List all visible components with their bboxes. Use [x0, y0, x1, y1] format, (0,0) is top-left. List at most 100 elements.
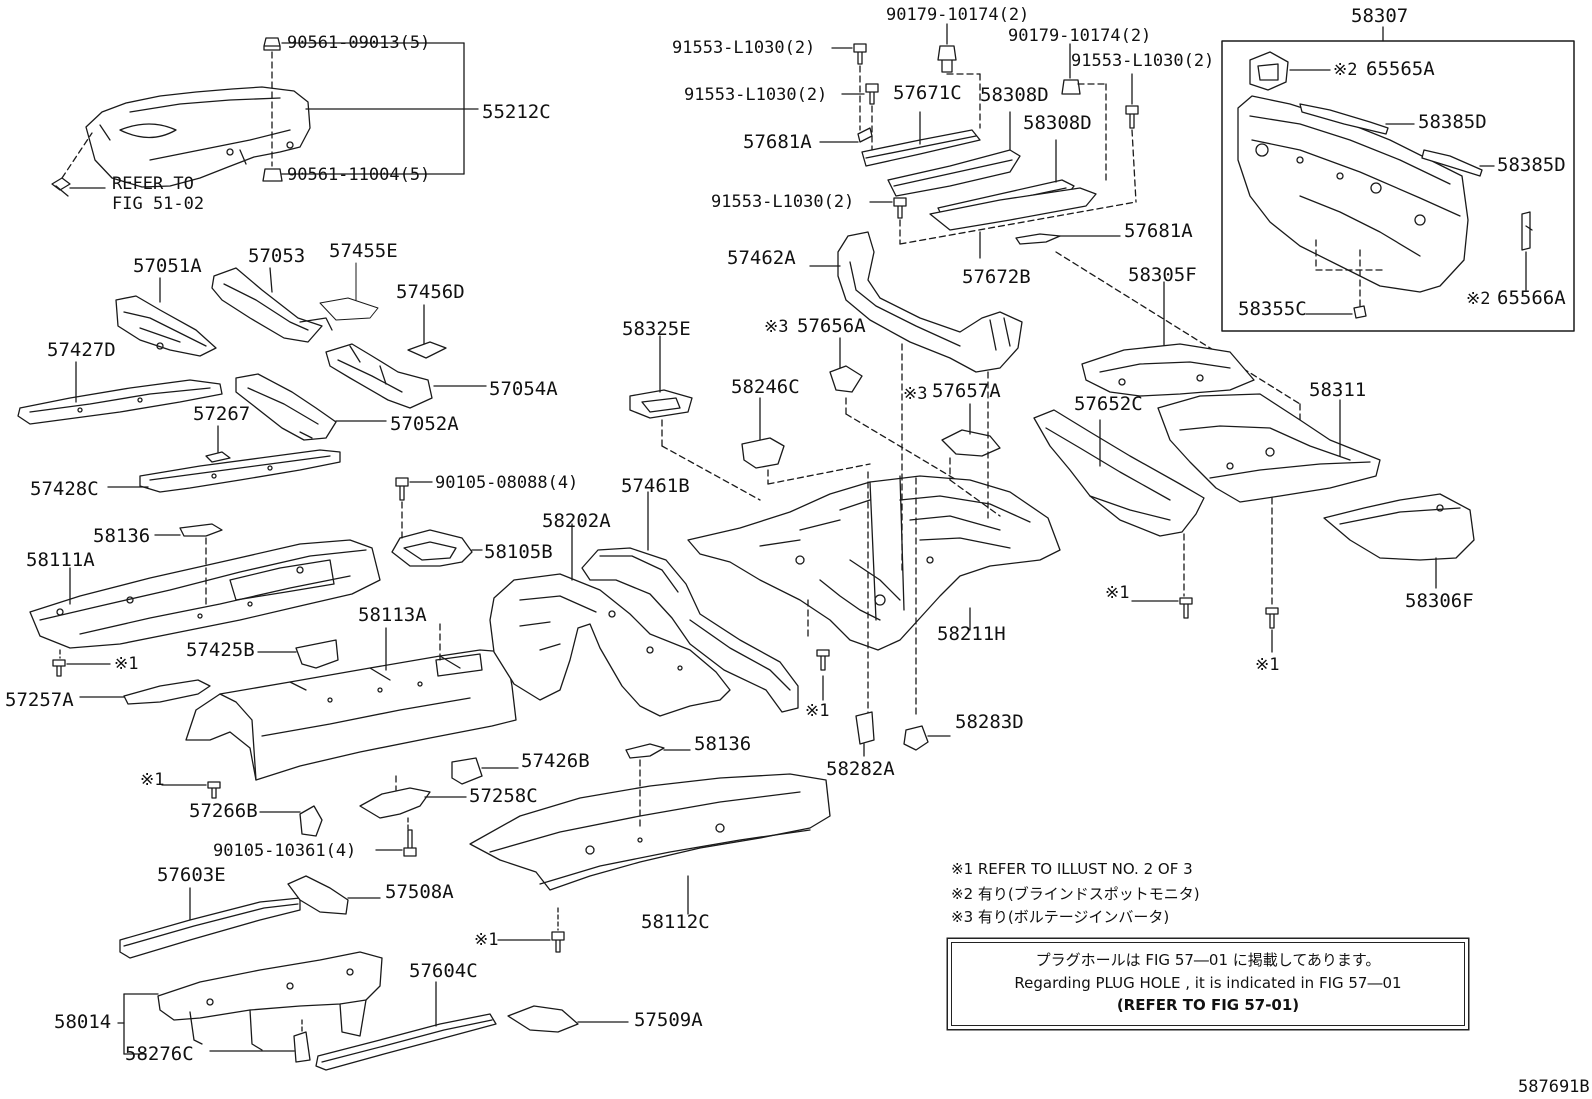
part-58136 — [179, 523, 223, 537]
part-label-587691b: 587691B — [1518, 1077, 1590, 1097]
part-58305F — [1081, 343, 1255, 397]
part-label-58136: 58136 — [694, 733, 752, 755]
part-58276C — [293, 1031, 311, 1063]
part-label-57428c: 57428C — [30, 478, 99, 500]
part-65566A — [1521, 211, 1533, 251]
part-57266B — [299, 805, 323, 837]
part-58306F — [1323, 493, 1475, 561]
part-57051A — [115, 295, 217, 357]
footnote-3: ※3 有り(ボルテージインバータ) — [951, 908, 1170, 926]
part-label-91553-l1030-2-: 91553-L1030(2) — [711, 192, 855, 212]
note-box-line-jp: プラグホールは FIG 57―01 に掲載してあります。 — [1035, 951, 1381, 969]
part-label-57509a: 57509A — [634, 1009, 703, 1031]
part-label-58105b: 58105B — [484, 541, 553, 563]
part-57681A-b — [1015, 233, 1061, 245]
part-57426B — [451, 757, 483, 785]
part-58113A — [185, 649, 517, 781]
part-label-57054a: 57054A — [489, 378, 558, 400]
note-box-line-en: Regarding PLUG HOLE , it is indicated in… — [1014, 974, 1402, 992]
part-label-58202a: 58202A — [542, 510, 611, 532]
part-label-57051a: 57051A — [133, 255, 202, 277]
part-58385D-b — [1421, 149, 1483, 177]
part-label--3: ※3 — [903, 384, 928, 404]
part-label-65566a: 65566A — [1497, 287, 1566, 309]
part-58282A — [855, 711, 875, 745]
part-label-58305f: 58305F — [1128, 264, 1197, 286]
part-57656A — [829, 365, 863, 393]
part-57508A — [287, 875, 349, 915]
part-label-58014: 58014 — [54, 1011, 112, 1033]
part-57604C — [315, 1013, 497, 1071]
inset-box-58307 — [1221, 40, 1575, 332]
part-label-57671c: 57671C — [893, 82, 962, 104]
part-label-58211h: 58211H — [937, 623, 1006, 645]
part-label-fig-51-02: FIG 51-02 — [112, 194, 205, 214]
part-label-57257a: 57257A — [5, 689, 74, 711]
part-label-57455e: 57455E — [329, 240, 398, 262]
part-label-90179-10174-2-: 90179-10174(2) — [886, 5, 1030, 25]
part-label-58112c: 58112C — [641, 911, 710, 933]
part-label-58111a: 58111A — [26, 549, 95, 571]
part-label--2: ※2 — [1333, 60, 1358, 80]
part-label--1: ※1 — [805, 701, 830, 721]
part-label-58113a: 58113A — [358, 604, 427, 626]
part-label-90561-11004-5-: 90561-11004(5) — [287, 165, 431, 185]
part-label-90105-10361-4-: 90105-10361(4) — [213, 841, 357, 861]
part-label-58308d: 58308D — [1023, 112, 1092, 134]
part-57652C — [1033, 409, 1205, 537]
part-58385D-a — [1299, 103, 1389, 135]
part-58202A — [489, 573, 731, 717]
part-57657A — [941, 429, 1001, 457]
part-label--1: ※1 — [1105, 583, 1130, 603]
part-58283D — [903, 725, 929, 751]
part-58311 — [1157, 393, 1381, 503]
part-57054A — [325, 343, 433, 409]
part-label--2: ※2 — [1466, 289, 1491, 309]
part-label-91553-l1030-2-: 91553-L1030(2) — [672, 38, 816, 58]
part-label-57456d: 57456D — [396, 281, 465, 303]
part-label-57053: 57053 — [248, 245, 306, 267]
part-label-90105-08088-4-: 90105-08088(4) — [435, 473, 579, 493]
part-label-58306f: 58306F — [1405, 590, 1474, 612]
part-58355C — [1353, 305, 1367, 319]
part-label-90179-10174-2-: 90179-10174(2) — [1008, 26, 1152, 46]
clip-90561-11004 — [262, 168, 283, 182]
part-57052A — [235, 373, 337, 441]
part-label-58136: 58136 — [93, 525, 151, 547]
part-58325E — [629, 389, 693, 419]
part-label-58355c: 58355C — [1238, 298, 1307, 320]
part-label-57462a: 57462A — [727, 247, 796, 269]
part-label-58308d: 58308D — [980, 84, 1049, 106]
part-58105B — [391, 529, 473, 567]
part-label-58385d: 58385D — [1418, 111, 1487, 133]
part-label-58307: 58307 — [1351, 5, 1409, 27]
part-label--1: ※1 — [114, 654, 139, 674]
note-box-line-ref: (REFER TO FIG 57-01) — [1116, 996, 1300, 1014]
part-label-57652c: 57652C — [1074, 393, 1143, 415]
part-58211H — [687, 475, 1061, 651]
part-57455E — [319, 297, 379, 321]
part-58112C — [469, 773, 831, 891]
part-label-57461b: 57461B — [621, 475, 690, 497]
part-label-58385d: 58385D — [1497, 154, 1566, 176]
part-label--3: ※3 — [764, 317, 789, 337]
part-57257A — [123, 679, 211, 705]
part-label-57426b: 57426B — [521, 750, 590, 772]
part-57603E — [119, 897, 301, 959]
footnote-1: ※1 REFER TO ILLUST NO. 2 OF 3 — [951, 860, 1193, 878]
part-label-58311: 58311 — [1309, 379, 1367, 401]
part-label-55212c: 55212C — [482, 101, 551, 123]
part-65565A — [1249, 51, 1289, 91]
part-label-58246c: 58246C — [731, 376, 800, 398]
clip-90561-09013 — [263, 37, 281, 51]
part-label-57425b: 57425B — [186, 639, 255, 661]
part-57267 — [205, 451, 231, 463]
part-label-refer-to: REFER TO — [112, 174, 194, 194]
part-label--1: ※1 — [474, 930, 499, 950]
part-58246C — [741, 437, 785, 469]
part-57671C — [861, 129, 981, 167]
part-label-57266b: 57266B — [189, 800, 258, 822]
part-58014 — [157, 951, 383, 1051]
part-label-58283d: 58283D — [955, 711, 1024, 733]
part-label-57508a: 57508A — [385, 881, 454, 903]
